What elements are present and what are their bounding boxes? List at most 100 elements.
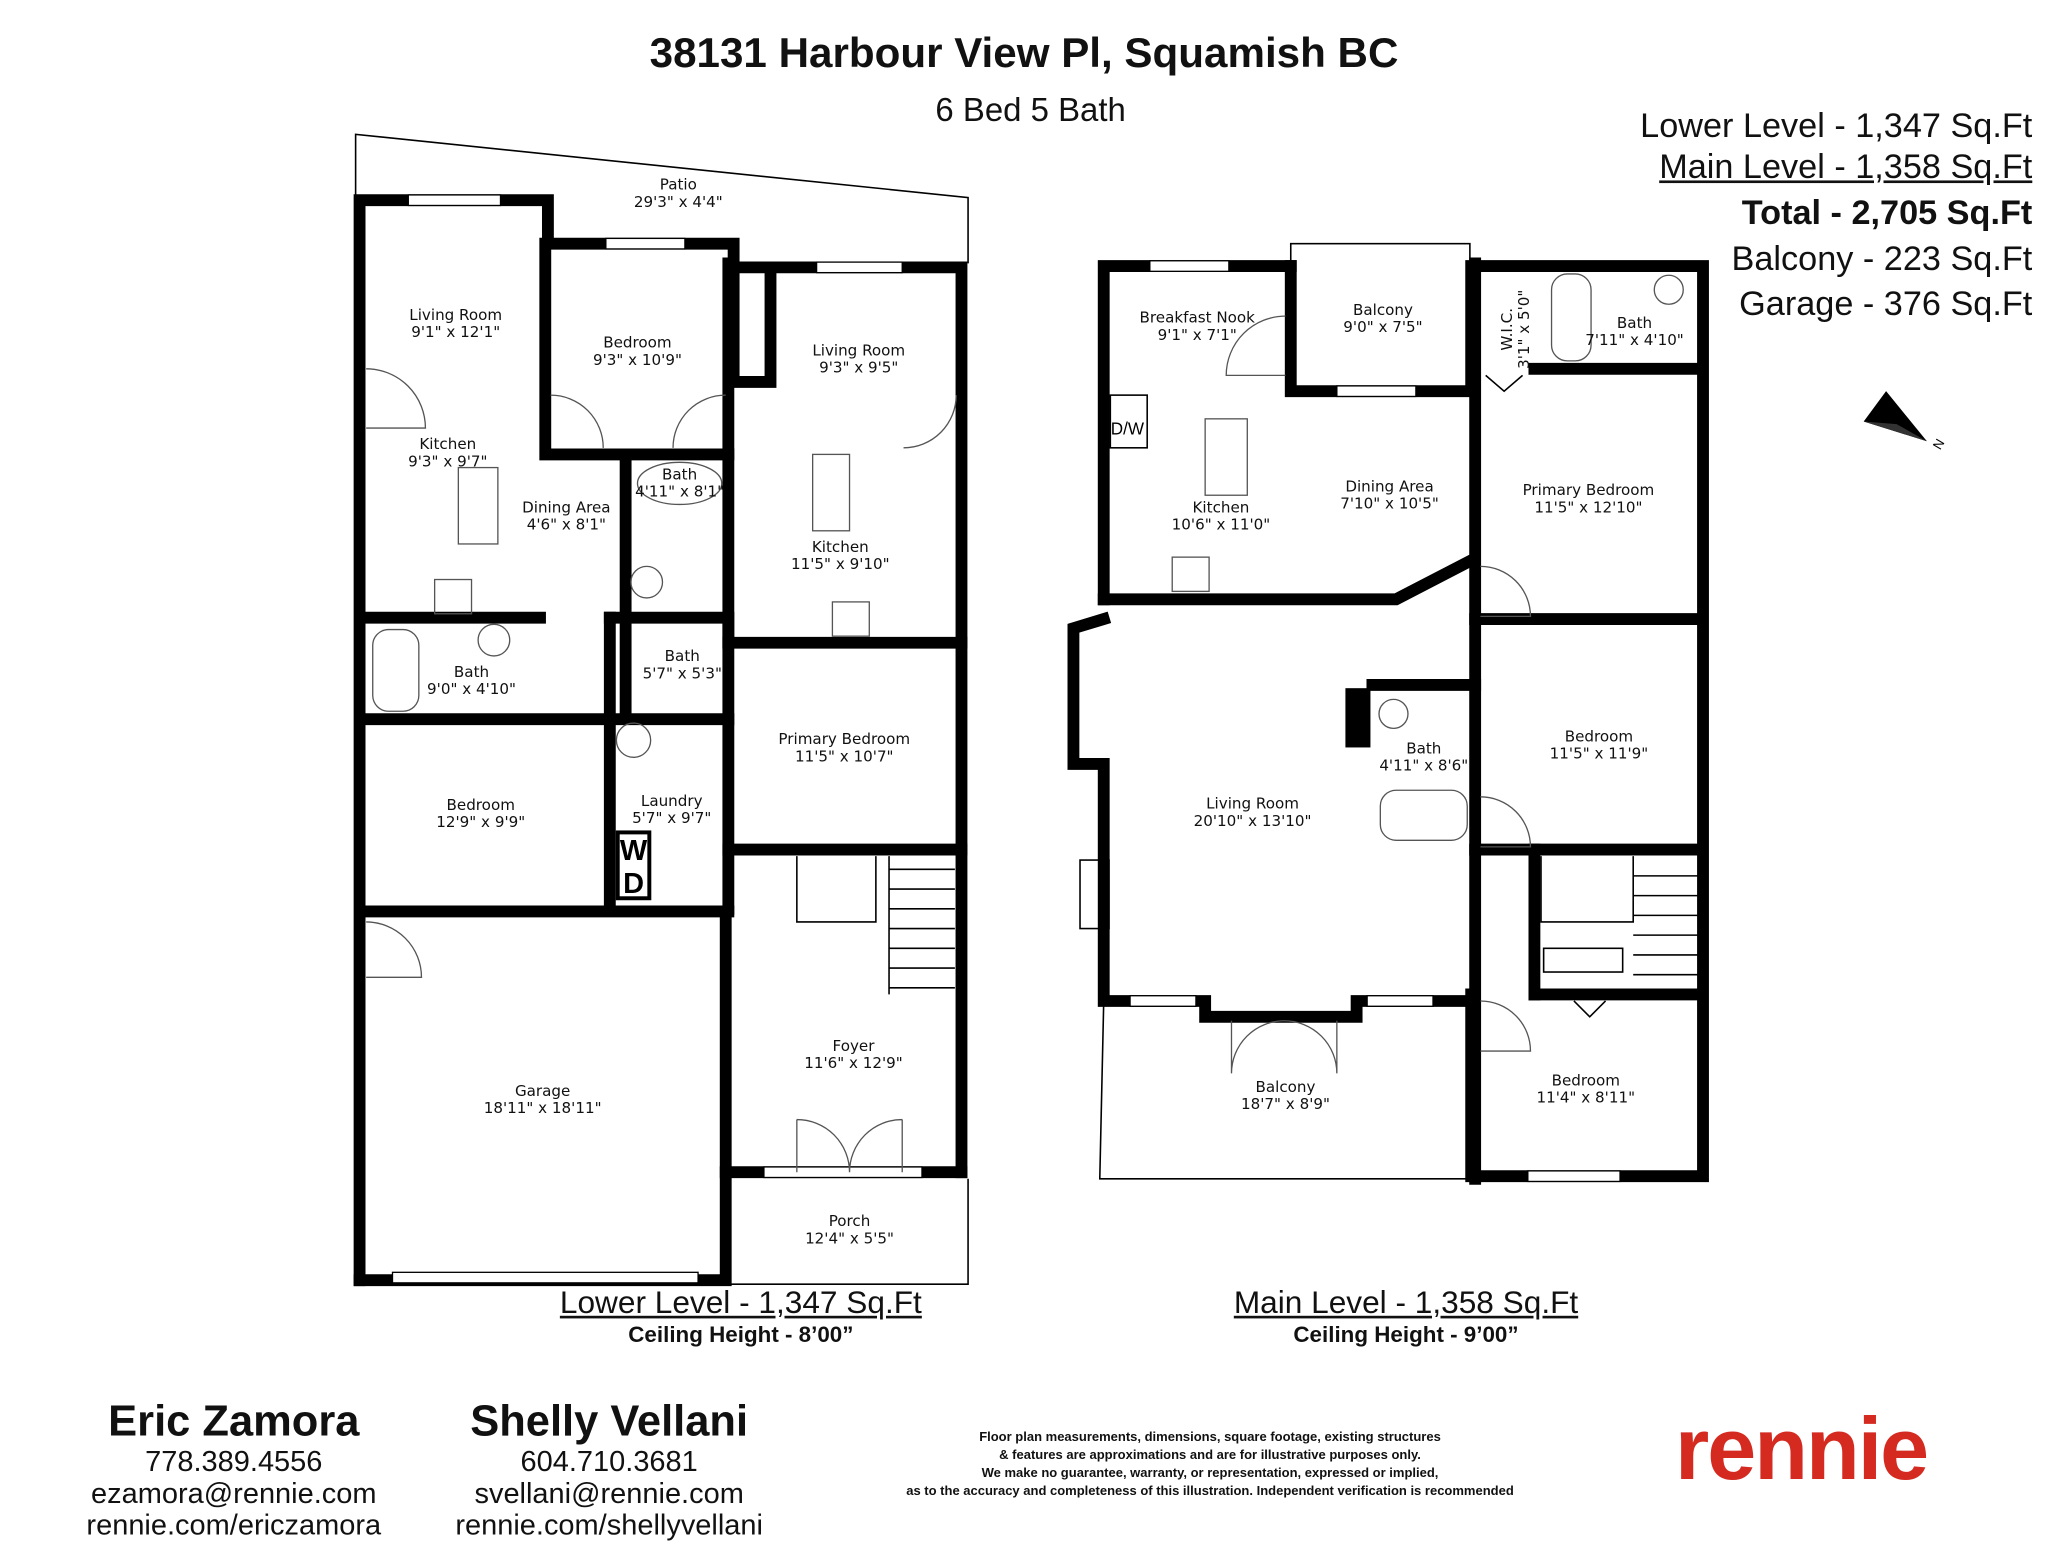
sink-icon [615, 722, 652, 758]
agent-website[interactable]: rennie.com/shellyvellani [455, 1508, 763, 1541]
lower-level-ceiling: Ceiling Height - 8’00” [628, 1322, 854, 1348]
rennie-logo: rennie [1675, 1399, 1929, 1498]
fireplace-icon [1079, 859, 1110, 930]
door-swing [1480, 796, 1532, 848]
lower-level-caption: Lower Level - 1,347 Sq.Ft Ceiling Height… [533, 1285, 948, 1348]
stove-icon [433, 578, 473, 615]
window [1336, 385, 1417, 398]
door-swing [903, 395, 957, 449]
room-dims: 9'0" x 7'5" [1343, 318, 1422, 336]
chimney [1345, 688, 1371, 748]
room-name: Bath [454, 663, 489, 681]
lower-level-heading: Lower Level - 1,347 Sq.Ft [559, 1285, 922, 1322]
room-dims: 7'10" x 10'5" [1340, 494, 1439, 512]
window [763, 1166, 923, 1179]
main-level-plan: D/W [1067, 242, 1709, 1185]
agent-card: Shelly Vellani 604.710.3681 svellani@ren… [421, 1396, 796, 1541]
north-arrow-icon: N [1863, 391, 1948, 452]
closet-door [1485, 374, 1524, 393]
stairs-icon [796, 856, 877, 923]
room-dims: 3'1" x 5'0" [1515, 290, 1533, 369]
room-dims: 4'11" x 8'6" [1379, 757, 1468, 775]
closet-door [1573, 1000, 1607, 1018]
room-dims: 4'11" x 8'1" [635, 483, 724, 501]
window [1527, 1170, 1621, 1183]
agent-name: Shelly Vellani [470, 1396, 749, 1445]
kitchen-island [811, 453, 851, 532]
room-name: Kitchen [812, 538, 869, 556]
disclaimer-line: We make no guarantee, warranty, or repre… [981, 1465, 1439, 1480]
disclaimer-line: as to the accuracy and completeness of t… [906, 1483, 1514, 1498]
room-dims: 4'6" x 8'1" [527, 515, 606, 533]
window [1149, 260, 1230, 272]
summary-lower: Lower Level - 1,347 Sq.Ft [1640, 105, 2033, 145]
room-dims: 9'1" x 7'1" [1158, 326, 1237, 344]
agent-website[interactable]: rennie.com/ericzamora [86, 1508, 382, 1541]
window [407, 194, 502, 207]
door-swing [550, 394, 604, 448]
agent-phone[interactable]: 778.389.4556 [145, 1444, 323, 1478]
agent-email[interactable]: svellani@rennie.com [474, 1476, 744, 1510]
room-name: Bath [1406, 739, 1441, 757]
room-name: Primary Bedroom [778, 730, 910, 748]
room-name: Bedroom [1552, 1071, 1620, 1089]
room-dims: 9'3" x 9'7" [408, 452, 487, 470]
window [605, 237, 686, 250]
room-name: Garage [515, 1082, 570, 1100]
closet-wall [727, 264, 777, 388]
sink-icon [477, 623, 511, 657]
compass-label: N [1930, 436, 1948, 452]
room-dims: 9'3" x 9'5" [819, 359, 898, 377]
room-dims: 18'7" x 8'9" [1241, 1095, 1330, 1113]
agent-name: Eric Zamora [108, 1396, 360, 1445]
room-dims: 10'6" x 11'0" [1172, 515, 1271, 533]
sink-icon [630, 565, 664, 599]
kitchen-island [457, 466, 499, 545]
svg-text:W.I.C.3'1" x 5'0": W.I.C.3'1" x 5'0" [1498, 290, 1533, 369]
balcony-outline [1098, 1000, 1469, 1180]
dryer-label: D [623, 868, 644, 900]
sink-icon [1653, 274, 1684, 305]
agent-phone[interactable]: 604.710.3681 [520, 1444, 698, 1478]
room-name: Bedroom [1565, 728, 1633, 746]
room-dims: 11'5" x 9'10" [791, 555, 890, 573]
door-swing [1480, 565, 1532, 618]
lower-level-plan: W D [353, 133, 969, 1287]
room-name: Balcony [1256, 1078, 1316, 1096]
room-name: Dining Area [522, 498, 610, 516]
page-subtitle: 6 Bed 5 Bath [935, 92, 1126, 130]
room-dims: 12'9" x 9'9" [436, 813, 525, 831]
dishwasher [1109, 394, 1148, 449]
door-swing [1225, 315, 1286, 377]
kitchen-island [1204, 418, 1248, 496]
room-name: Patio [660, 176, 697, 194]
room-dims: 11'6" x 12'9" [804, 1054, 903, 1072]
room-dims: 12'4" x 5'5" [805, 1229, 894, 1247]
dishwasher-label: D/W [1111, 420, 1145, 439]
disclaimer-line: Floor plan measurements, dimensions, squ… [979, 1429, 1441, 1444]
agent-email[interactable]: ezamora@rennie.com [91, 1476, 377, 1510]
room-dims: 11'4" x 8'11" [1537, 1088, 1636, 1106]
washer-label: W [620, 835, 648, 867]
room-name: Bath [665, 647, 700, 665]
room-name: Bedroom [447, 796, 515, 814]
door-swing [366, 368, 427, 429]
